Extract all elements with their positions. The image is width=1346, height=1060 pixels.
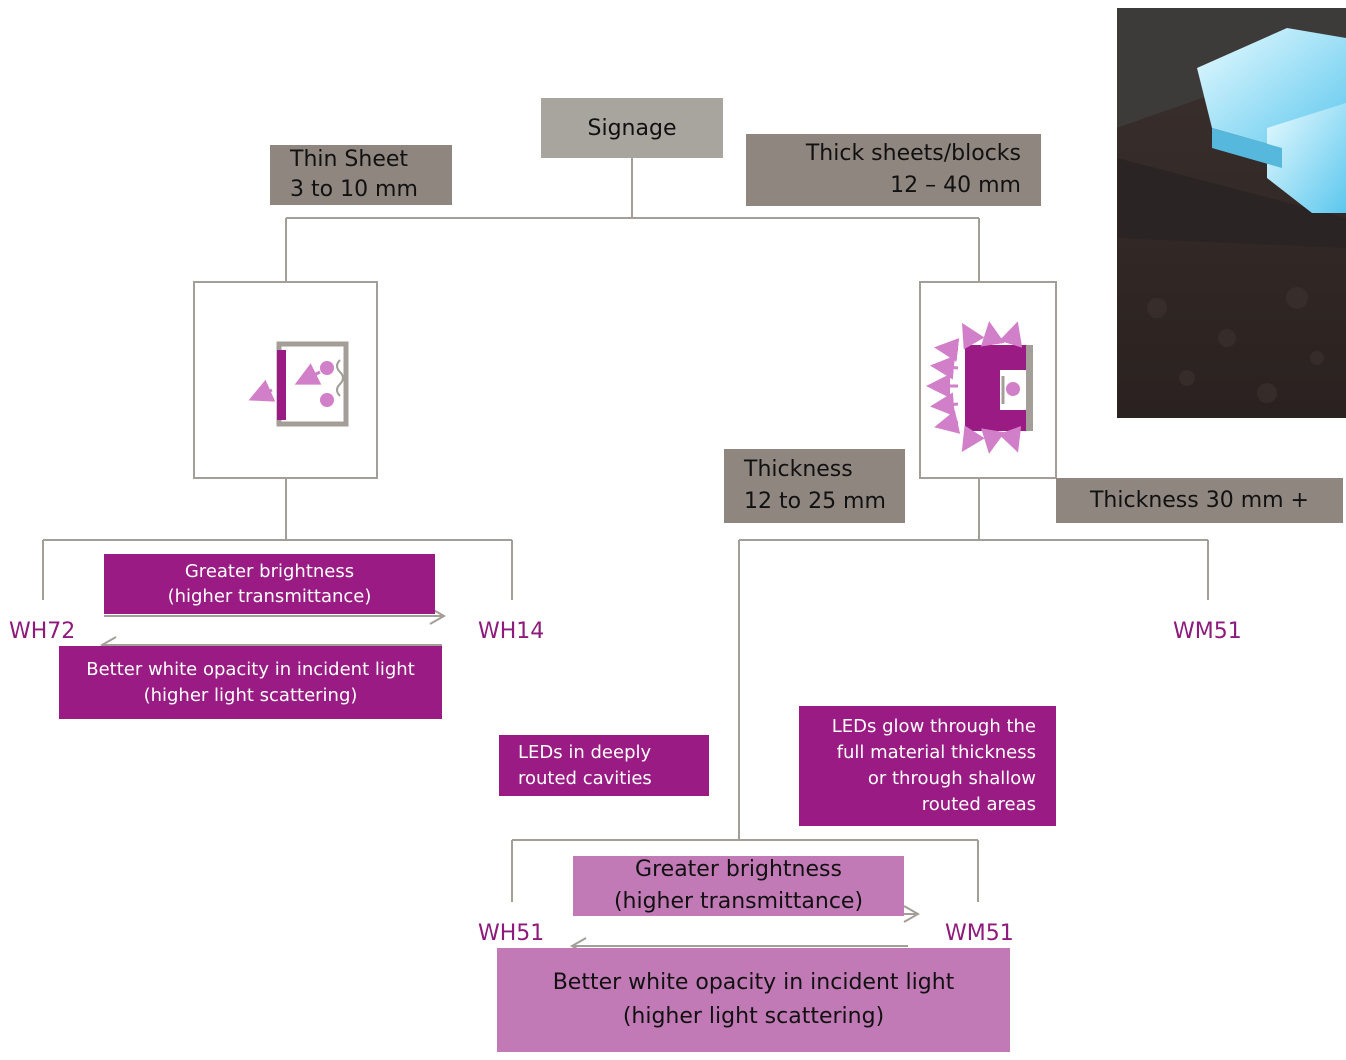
- bottom-brightness-line1: Greater brightness: [635, 857, 842, 882]
- thickness-mid-line1: Thickness: [744, 457, 853, 482]
- thick-sheet-icon-frame: [919, 281, 1057, 479]
- code-wh72: WH72: [9, 619, 76, 644]
- note-glow-line2: full material thickness: [836, 742, 1036, 763]
- left-brightness-line2: (higher transmittance): [167, 586, 372, 607]
- thick-line2: 12 – 40 mm: [890, 173, 1021, 198]
- bottom-opacity-label: Better white opacity in incident light (…: [497, 948, 1010, 1052]
- bottom-opacity-line1: Better white opacity in incident light: [552, 970, 955, 995]
- code-wh14: WH14: [478, 619, 545, 644]
- bottom-brightness-line2: (higher transmittance): [613, 889, 864, 914]
- left-brightness-label: Greater brightness (higher transmittance…: [104, 554, 435, 614]
- thin-sheet-led-icon: [248, 341, 349, 427]
- thickness-12-25-node: Thickness 12 to 25 mm: [724, 449, 905, 523]
- left-opacity-line2: (higher light scattering): [143, 684, 358, 706]
- code-wh51: WH51: [478, 921, 545, 946]
- thin-line2: 3 to 10 mm: [290, 177, 418, 202]
- note-glow-line1: LEDs glow through the: [831, 716, 1036, 737]
- thick-sheet-led-icon: [926, 321, 1033, 454]
- note-routed-cavities: LEDs in deeply routed cavities: [499, 735, 709, 796]
- note-routed-line2: routed cavities: [518, 767, 652, 789]
- thick-line1: Thick sheets/blocks: [805, 141, 1021, 166]
- illuminated-letters-image: [1117, 8, 1346, 418]
- thin-sheet-node: Thin Sheet 3 to 10 mm: [270, 145, 452, 205]
- thickness-mid-line2: 12 to 25 mm: [744, 489, 886, 514]
- code-wm51-bottom: WM51: [945, 921, 1014, 946]
- note-glow-line3: or through shallow: [867, 768, 1036, 789]
- thin-line1: Thin Sheet: [290, 147, 409, 172]
- thickness-30-node: Thickness 30 mm +: [1056, 478, 1343, 523]
- note-routed-line1: LEDs in deeply: [518, 741, 652, 763]
- thick-sheet-node: Thick sheets/blocks 12 – 40 mm: [746, 134, 1041, 206]
- signage-photo: [1117, 8, 1346, 418]
- thickness-high-label: Thickness 30 mm +: [1089, 488, 1309, 513]
- note-glow-line4: routed areas: [921, 794, 1036, 815]
- code-wm51-right: WM51: [1173, 619, 1242, 644]
- bottom-opacity-line2: (higher light scattering): [622, 1004, 885, 1029]
- arrow-right-head: [903, 905, 921, 923]
- note-glow-through: LEDs glow through the full material thic…: [799, 706, 1056, 826]
- bottom-brightness-label: Greater brightness (higher transmittance…: [573, 856, 904, 916]
- left-opacity-line1: Better white opacity in incident light: [86, 658, 415, 680]
- root-node-signage: Signage: [541, 98, 723, 158]
- root-label: Signage: [587, 115, 677, 141]
- left-brightness-line1: Greater brightness: [184, 561, 355, 582]
- left-opacity-label: Better white opacity in incident light (…: [59, 646, 442, 719]
